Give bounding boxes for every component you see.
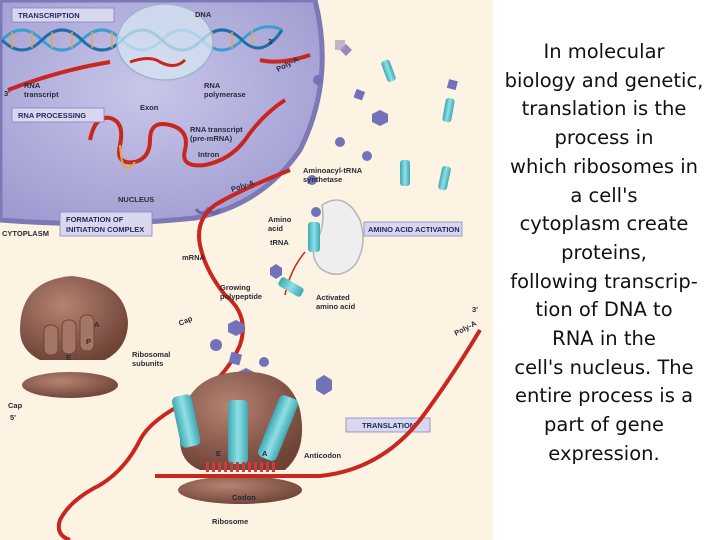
codon-bars	[206, 462, 275, 472]
pre-mrna-strand	[7, 60, 287, 168]
label-activated-amino-acid-1: Activated	[316, 293, 350, 302]
label-anticodon: Anticodon	[304, 451, 341, 460]
description-line: which ribosomes in	[510, 154, 698, 178]
ribosome-trnas	[171, 394, 299, 464]
label-codon: Codon	[232, 493, 256, 502]
label-amino-acid-1: Amino	[268, 215, 292, 224]
label-nucleus: NUCLEUS	[118, 195, 154, 204]
description-line: proteins,	[561, 240, 647, 264]
cap-mark-left: Cap	[8, 401, 23, 410]
transcription-label-box	[11, 7, 115, 23]
translation-diagram: TRANSCRIPTION RNA PROCESSING FORMATION O…	[0, 0, 493, 540]
translation-label-box	[345, 417, 431, 433]
three-prime-mark-top: 3'	[268, 37, 274, 46]
label-rna-polymerase-2: polymerase	[204, 90, 246, 99]
section-initiation-line1: FORMATION OF	[66, 215, 124, 224]
incoming-amino-acid	[316, 375, 332, 395]
label-growing-polypeptide-1: Growing	[220, 283, 251, 292]
label-trna: tRNA	[270, 238, 289, 247]
label-cytoplasm: CYTOPLASM	[2, 229, 49, 238]
section-amino-acid-activation: AMINO ACID ACTIVATION	[368, 225, 460, 234]
description-line: biology and genetic,	[504, 68, 704, 92]
bound-trna	[308, 222, 320, 252]
description-text: In molecular biology and genetic, transl…	[493, 38, 715, 469]
translating-ribosome-small	[178, 476, 302, 504]
description-line: part of gene	[544, 413, 664, 437]
amino-acid-activation-label-box	[363, 221, 463, 237]
label-site-e: E	[216, 449, 221, 458]
nascent-rna	[129, 57, 187, 67]
label-rna-transcript-1: RNA	[24, 81, 41, 90]
description-line: translation is the	[521, 97, 687, 121]
subunit-sites	[43, 314, 95, 356]
section-transcription: TRANSCRIPTION	[18, 11, 80, 20]
label-activated-amino-acid-2: amino acid	[316, 302, 356, 311]
label-rna-polymerase-1: RNA	[204, 81, 221, 90]
description-line: RNA in the	[552, 327, 656, 351]
label-site-p-free: P	[86, 337, 91, 346]
label-growing-polypeptide-2: polypeptide	[220, 292, 262, 301]
three-prime-mark-left: 3'	[4, 89, 10, 98]
label-site-e-free: E	[66, 353, 71, 362]
three-prime-mark-right: 3'	[472, 305, 478, 314]
section-rna-processing: RNA PROCESSING	[18, 111, 86, 120]
rna-polymerase	[116, 3, 214, 81]
description-line: entire process is a	[514, 384, 694, 408]
free-amino-acids	[307, 40, 458, 185]
description-line: following transcrip-	[510, 269, 698, 293]
label-site-a: A	[262, 449, 268, 458]
five-prime-mark-left: 5'	[10, 413, 16, 422]
label-exon: Exon	[140, 103, 159, 112]
dna-base-pairs	[11, 30, 253, 48]
description-line: cell's nucleus. The	[514, 355, 694, 379]
intron-loop	[119, 144, 136, 170]
rna-processing-label-box	[11, 107, 105, 123]
label-ribosome: Ribosome	[212, 517, 248, 526]
label-pre-mrna-1: RNA transcript	[190, 125, 243, 134]
description-line: a cell's	[570, 183, 638, 207]
activated-amino-acid-shape	[270, 264, 282, 279]
label-ribosomal-subunits-1: Ribosomal	[132, 350, 170, 359]
label-mrna: mRNA	[182, 253, 206, 262]
initiation-label-box	[59, 211, 153, 237]
free-trna	[381, 59, 455, 191]
label-pre-mrna-2: (pre-mRNA)	[190, 134, 233, 143]
description-line: expression.	[548, 441, 660, 465]
ribosome-mrna-strand	[155, 328, 482, 478]
activated-trna	[278, 277, 304, 297]
synthetase-arrow	[284, 251, 306, 296]
description-line: In molecular	[543, 40, 665, 63]
section-translation: TRANSLATION	[362, 421, 415, 430]
label-ribosomal-subunits-2: subunits	[132, 359, 163, 368]
description-line: cytoplasm create	[519, 212, 689, 236]
description-line: tion of DNA to	[535, 298, 673, 322]
small-ribosomal-subunit	[22, 372, 118, 398]
label-trna-synthetase-1: Aminoacyl-tRNA	[303, 166, 363, 175]
label-trna-synthetase-2: synthetase	[303, 175, 342, 184]
label-rna-transcript-2: transcript	[24, 90, 59, 99]
label-site-a-free: A	[94, 320, 100, 329]
bound-amino-acid	[311, 207, 321, 217]
label-amino-acid-2: acid	[268, 224, 283, 233]
label-dna: DNA	[195, 10, 212, 19]
label-intron: Intron	[198, 150, 220, 159]
section-initiation-line2: INITIATION COMPLEX	[66, 225, 144, 234]
description-line: process in	[554, 126, 654, 150]
processed-mrna	[56, 53, 311, 540]
